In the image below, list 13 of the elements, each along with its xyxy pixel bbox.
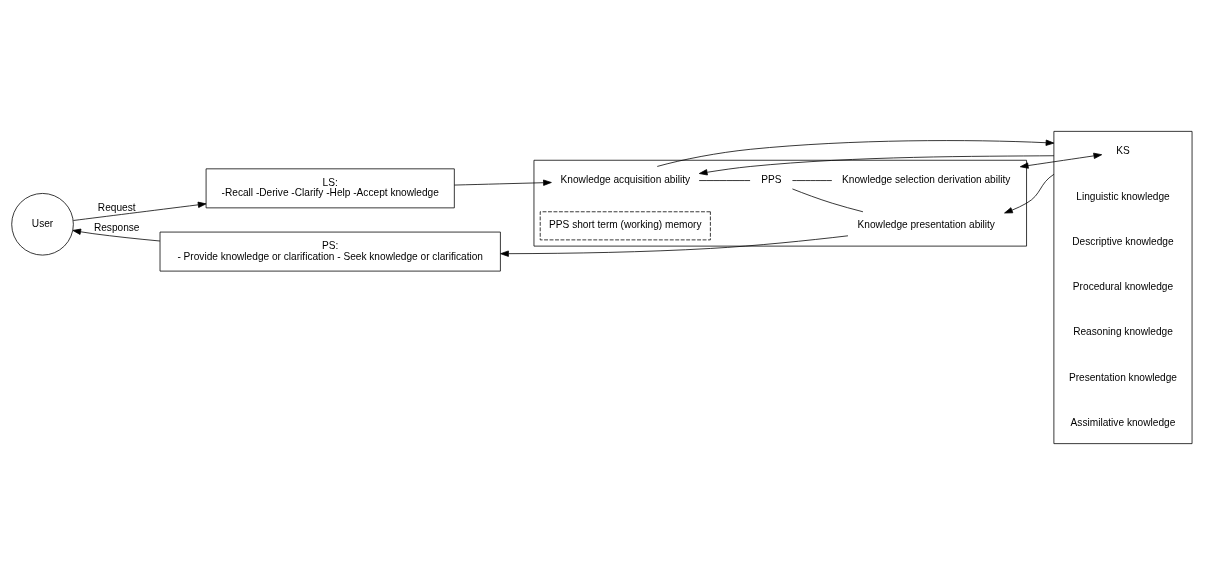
node-text: Presentation knowledge [1068, 371, 1178, 383]
node-text: Reasoning knowledge [1073, 325, 1173, 337]
node-text: KS [1116, 144, 1130, 156]
node-text: Linguistic knowledge [1076, 190, 1170, 202]
node-text: Descriptive knowledge [1072, 235, 1174, 247]
node-text: Knowledge selection derivation ability [842, 173, 1011, 185]
edge-label: Response [93, 221, 140, 233]
node-text: Procedural knowledge [1072, 280, 1174, 292]
node-text: Knowledge acquisition ability [560, 173, 691, 185]
node-text: Knowledge presentation ability [857, 218, 995, 230]
node-text: PPS [761, 173, 782, 185]
edge-label: Request [97, 201, 136, 213]
node-text: Assimilative knowledge [1070, 416, 1176, 428]
